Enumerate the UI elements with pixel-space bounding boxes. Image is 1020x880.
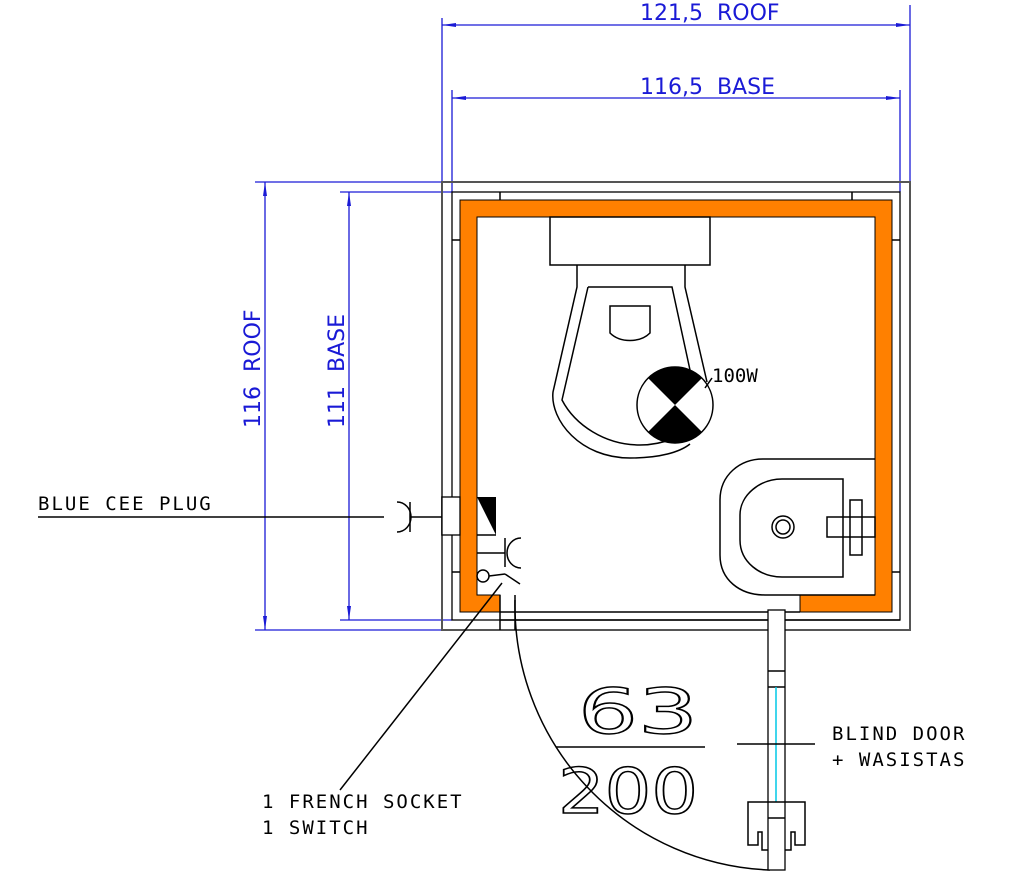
- lamp-label: 100W: [712, 365, 758, 387]
- door-height-label: 200: [558, 755, 698, 828]
- switch-label: 1 SWITCH: [262, 817, 370, 839]
- ceiling-light-icon: [636, 366, 714, 444]
- cee-plug-icon: [38, 496, 461, 536]
- cabin-walls: [441, 181, 911, 631]
- door: [514, 599, 815, 871]
- washbasin: [719, 458, 876, 596]
- roof-depth-label: 116 ROOF: [241, 309, 266, 428]
- base-width-dimension: 116,5 BASE: [451, 75, 901, 192]
- base-depth-dimension: 111 BASE: [325, 191, 452, 621]
- door-label: BLIND DOOR: [832, 723, 966, 745]
- socket-label: 1 FRENCH SOCKET: [262, 791, 464, 813]
- distribution-box-icon: [477, 497, 496, 535]
- toilet: [549, 216, 711, 459]
- roof-width-dimension: 121,5 ROOF: [441, 1, 911, 182]
- switch-icon: [476, 569, 521, 585]
- base-depth-label: 111 BASE: [325, 314, 350, 428]
- window-label: + WASISTAS: [832, 749, 966, 771]
- roof-depth-dimension: 116 ROOF: [241, 181, 442, 631]
- base-width-label: 116,5 BASE: [640, 75, 775, 100]
- roof-width-label: 121,5 ROOF: [640, 1, 780, 26]
- door-width-label: 63: [578, 675, 698, 748]
- socket-icon: [477, 537, 522, 569]
- door-size: 63 200: [556, 674, 705, 829]
- cee-plug-label: BLUE CEE PLUG: [38, 493, 213, 515]
